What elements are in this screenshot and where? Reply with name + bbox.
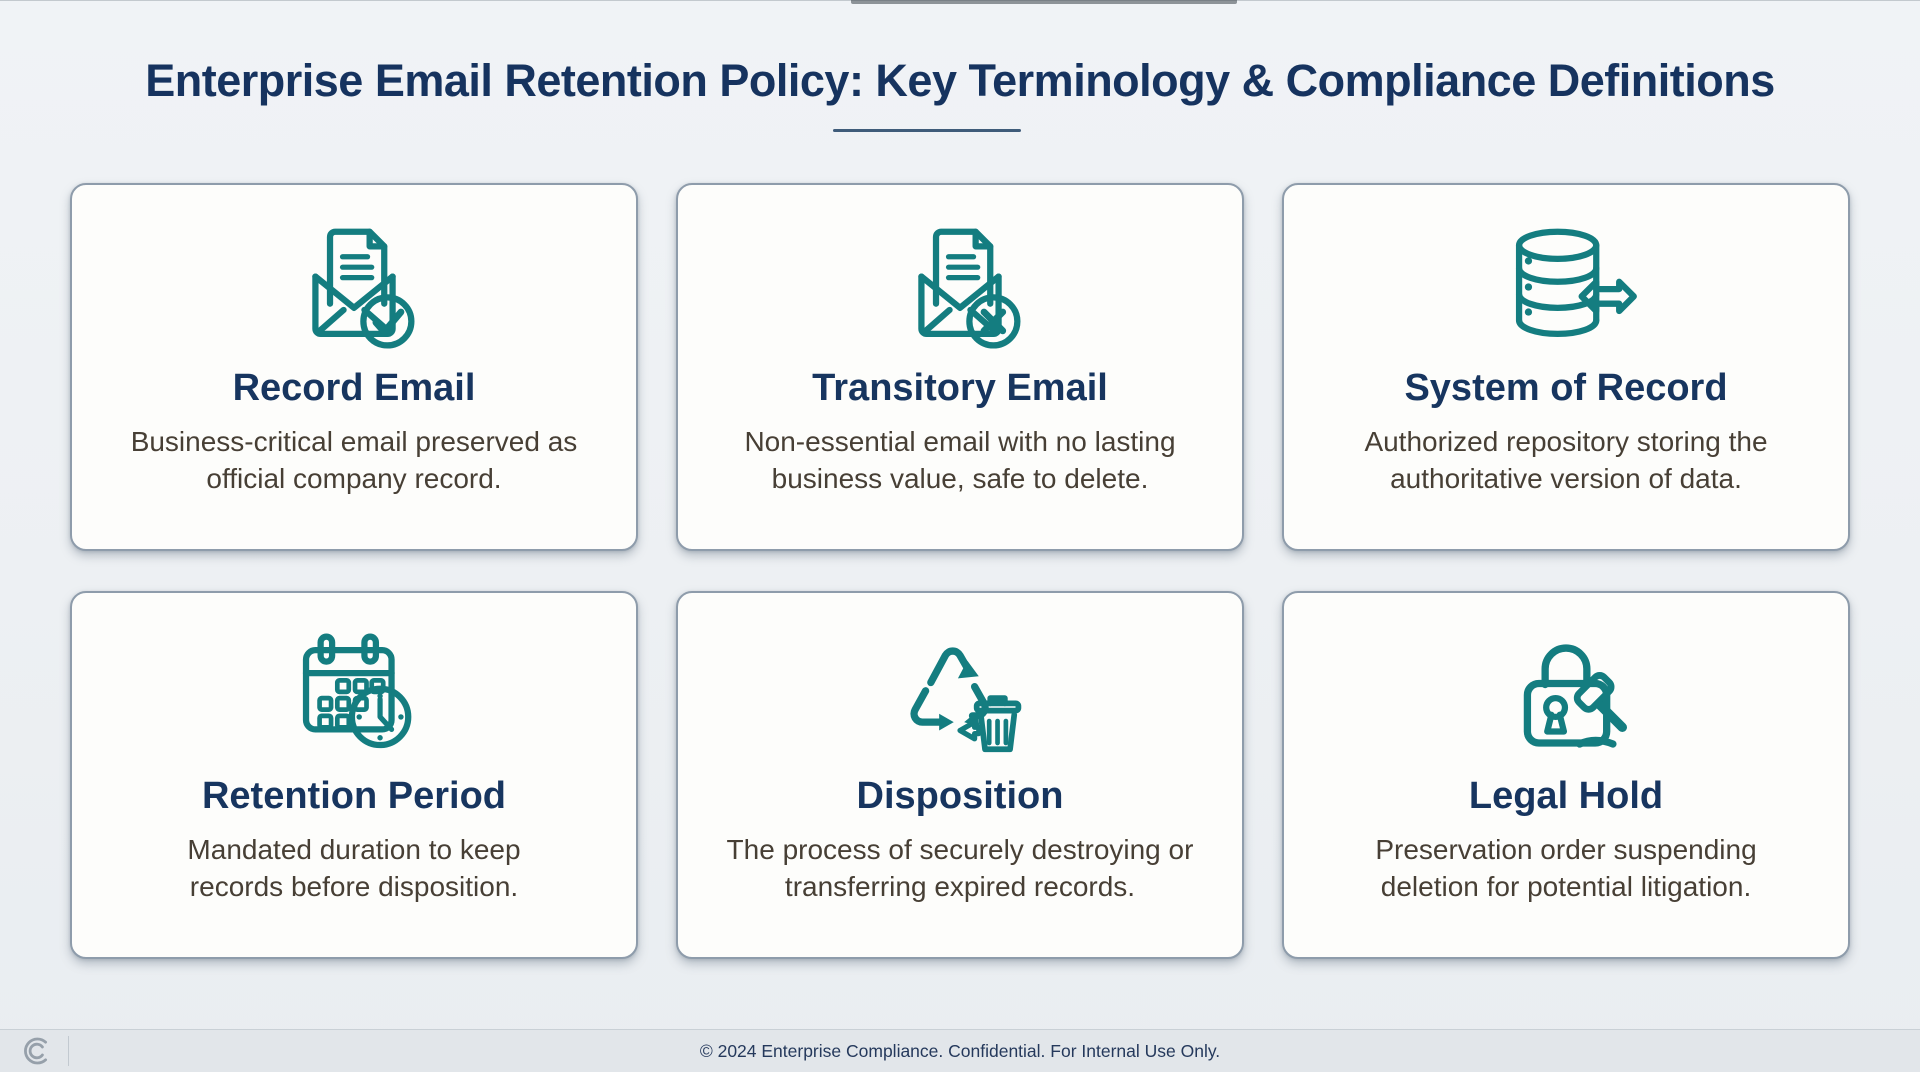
card-description: Business-critical email preserved as off…	[130, 425, 578, 494]
footer-divider	[68, 1036, 69, 1066]
card-title: Retention Period	[201, 775, 507, 817]
top-accent-line	[851, 0, 1237, 4]
card-transitory-email: Transitory Email Non-essential email wit…	[676, 183, 1244, 551]
card-title: Transitory Email	[812, 367, 1108, 409]
card-title: Legal Hold	[1468, 775, 1664, 817]
card-legal-hold: Legal Hold Preservation order suspending…	[1282, 591, 1850, 959]
card-system-of-record: System of Record Authorized repository s…	[1282, 183, 1850, 551]
card-title: Record Email	[232, 367, 476, 409]
card-description: Authorized repository storing the author…	[1364, 425, 1768, 494]
footer-bar: © 2024 Enterprise Compliance. Confidenti…	[0, 1029, 1920, 1072]
title-underline	[833, 129, 1021, 132]
card-description: The process of securely destroying or tr…	[726, 833, 1194, 902]
disposition-icon	[887, 621, 1033, 769]
card-retention-period: Retention Period Mandated duration to ke…	[70, 591, 638, 959]
card-description: Preservation order suspending deletion f…	[1375, 833, 1757, 902]
card-disposition: Disposition The process of securely dest…	[676, 591, 1244, 959]
card-description: Non-essential email with no lasting busi…	[744, 425, 1176, 494]
card-record-email: Record Email Business-critical email pre…	[70, 183, 638, 551]
footer-text: © 2024 Enterprise Compliance. Confidenti…	[699, 1040, 1221, 1061]
card-title: System of Record	[1404, 367, 1728, 409]
retention-period-icon	[281, 621, 427, 769]
page-title: Enterprise Email Retention Policy: Key T…	[145, 55, 1775, 106]
card-title: Disposition	[856, 775, 1064, 817]
system-of-record-icon	[1493, 213, 1639, 361]
transitory-email-icon	[887, 213, 1033, 361]
compliance-monogram-icon	[24, 1037, 47, 1065]
legal-hold-icon	[1493, 621, 1639, 769]
record-email-icon	[281, 213, 427, 361]
card-description: Mandated duration to keep records before…	[187, 833, 521, 902]
definition-cards-grid: Record Email Business-critical email pre…	[70, 183, 1850, 959]
